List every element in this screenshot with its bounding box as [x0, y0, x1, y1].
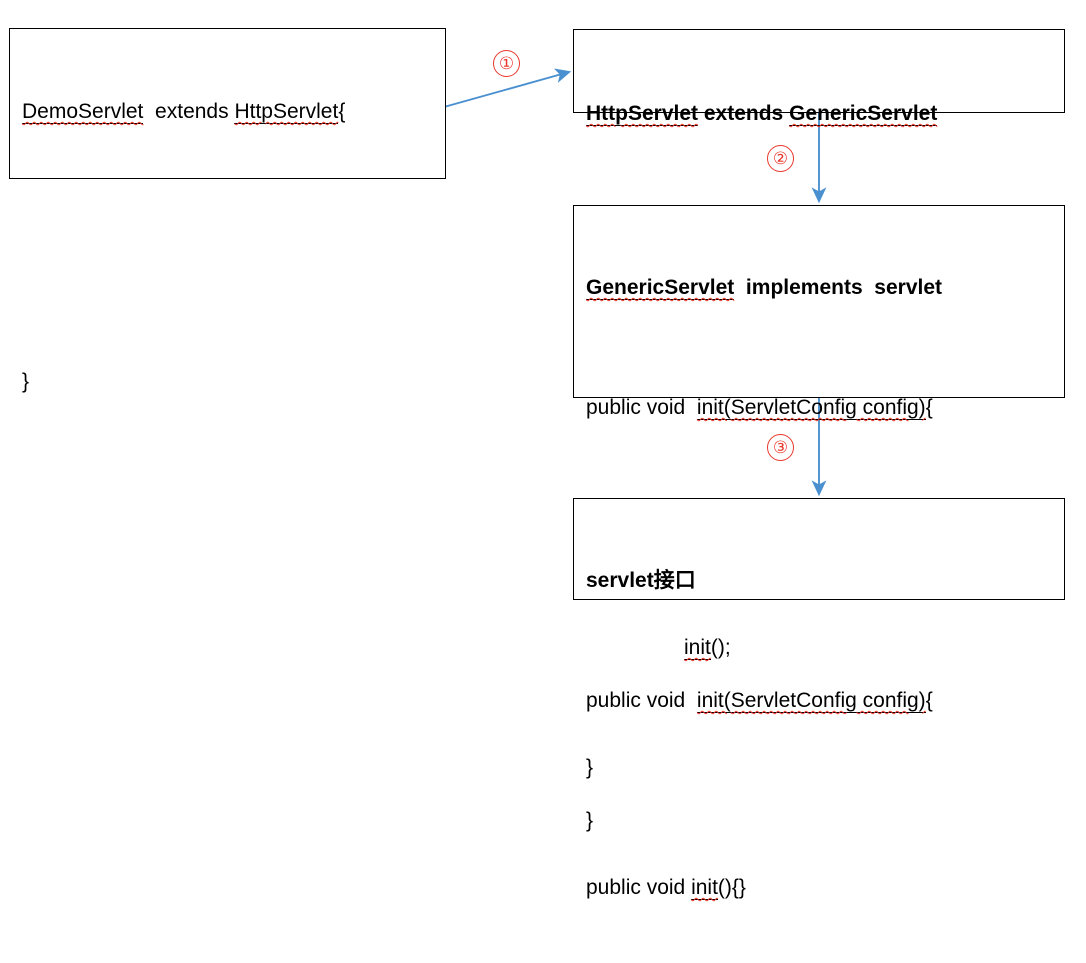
- generic-servlet-init-name: init(: [696, 396, 731, 420]
- annotation-step-3: ③: [767, 434, 794, 461]
- demo-servlet-blank-1: [22, 187, 439, 217]
- http-servlet-class-name: HttpServlet: [586, 102, 699, 126]
- servlet-interface-line-2: public void init(ServletConfig config){: [586, 686, 1058, 716]
- demo-servlet-close-brace: }: [22, 370, 30, 393]
- box-http-servlet: HttpServlet extends GenericServlet: [573, 29, 1065, 126]
- generic-servlet-init-param-type: ServletConfig: [730, 396, 857, 420]
- arrow-demo-to-http: [443, 68, 572, 108]
- http-servlet-extends-kw: extends: [698, 102, 790, 125]
- demo-servlet-open-brace: {: [338, 100, 346, 123]
- box-generic-servlet: GenericServlet implements servlet public…: [573, 205, 1065, 900]
- servlet-interface-init-param-type: ServletConfig: [730, 689, 857, 713]
- generic-servlet-line-2: public void init(ServletConfig config){: [586, 393, 1058, 423]
- servlet-interface-init-name: init(: [696, 689, 731, 713]
- http-servlet-superclass: GenericServlet: [789, 102, 938, 126]
- servlet-interface-code: servlet接口 public void init(ServletConfig…: [586, 506, 1058, 896]
- generic-servlet-init-param-name: config): [856, 396, 926, 420]
- servlet-interface-title: servlet接口: [586, 569, 696, 592]
- generic-servlet-class-name: GenericServlet: [586, 276, 735, 300]
- demo-servlet-extends-kw: extends: [143, 100, 235, 123]
- servlet-interface-init-modifiers: public void: [586, 689, 697, 712]
- generic-servlet-init-modifiers: public void: [586, 396, 697, 419]
- servlet-interface-init-param-name: config): [856, 689, 926, 713]
- demo-servlet-code: DemoServlet extends HttpServlet{ }: [22, 37, 439, 457]
- annotation-step-2: ②: [767, 145, 794, 172]
- http-servlet-line-1: HttpServlet extends GenericServlet: [586, 99, 1058, 129]
- generic-servlet-implements-kw: implements servlet: [734, 276, 943, 299]
- box-servlet-interface: servlet接口 public void init(ServletConfig…: [573, 498, 1065, 832]
- demo-servlet-superclass: HttpServlet: [234, 100, 339, 124]
- demo-servlet-line-1: DemoServlet extends HttpServlet{: [22, 97, 439, 127]
- generic-servlet-line-1: GenericServlet implements servlet: [586, 273, 1058, 303]
- servlet-interface-init-open-brace: {: [925, 689, 933, 712]
- box-demo-servlet: DemoServlet extends HttpServlet{ }: [9, 28, 446, 393]
- annotation-step-1: ①: [493, 50, 520, 77]
- generic-servlet-init-open-brace: {: [925, 396, 933, 419]
- servlet-interface-close-brace: }: [586, 809, 594, 832]
- diagram-canvas: DemoServlet extends HttpServlet{ } HttpS…: [9, 28, 1065, 900]
- demo-servlet-blank-2: [22, 277, 439, 307]
- demo-servlet-class-name: DemoServlet: [22, 100, 144, 124]
- http-servlet-code: HttpServlet extends GenericServlet: [586, 39, 1058, 189]
